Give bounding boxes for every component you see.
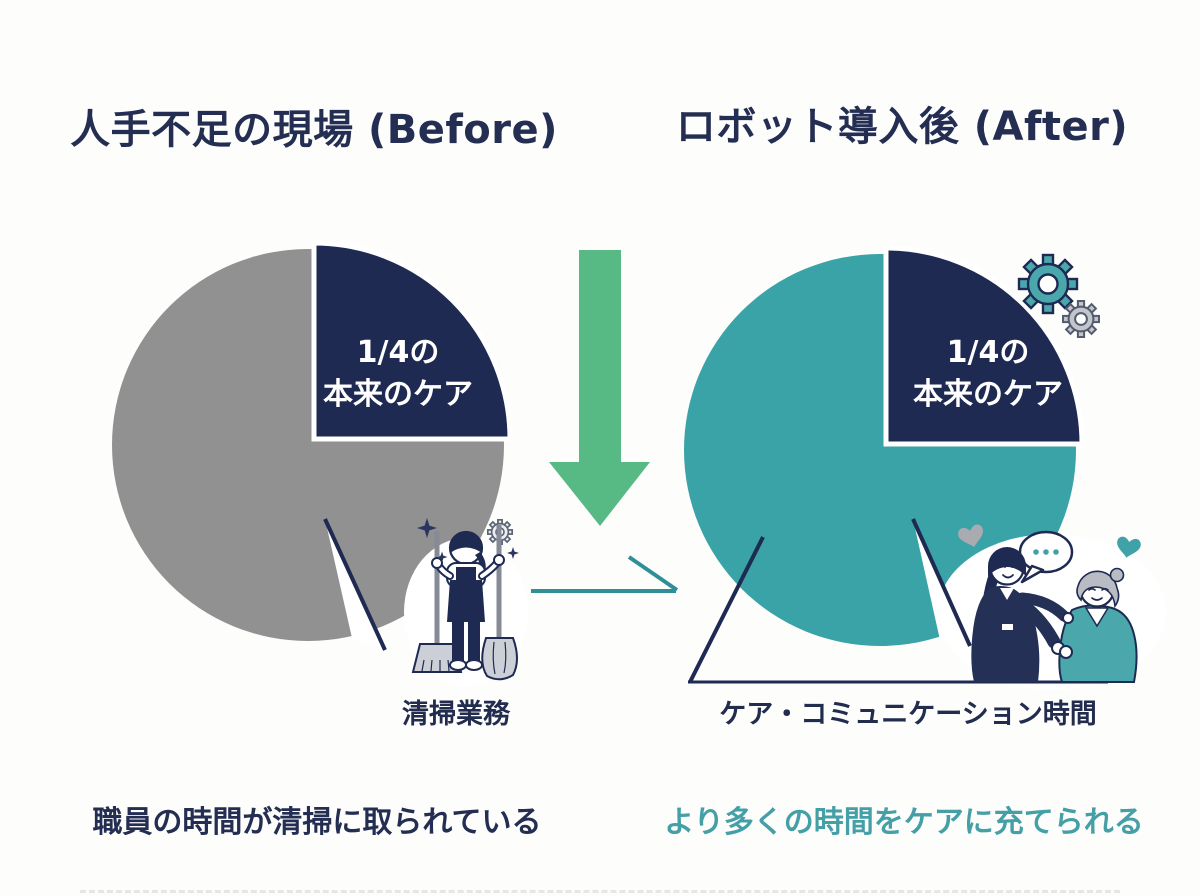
caregiver-arm bbox=[1016, 592, 1070, 622]
after-callout-label: ケア・コミュニケーション時間 bbox=[719, 699, 1097, 730]
gear-icon bbox=[1017, 253, 1079, 315]
before-callout-label: 清掃業務 bbox=[402, 699, 510, 730]
elderly-collar bbox=[1084, 607, 1110, 628]
after-caption: より多くの時間をケアに充てられる bbox=[664, 805, 1144, 840]
after-pie-label-line1: 1/4の bbox=[946, 335, 1030, 370]
after-pie-label-line2: 本来のケア bbox=[913, 377, 1063, 412]
caregiver-hand bbox=[1062, 612, 1074, 624]
before-pie bbox=[112, 240, 513, 641]
before-caption: 職員の時間が清掃に取られている bbox=[92, 805, 542, 840]
elderly-hair-bun bbox=[1109, 567, 1125, 583]
after-pie bbox=[684, 245, 1085, 646]
bottom-edge-dashes bbox=[80, 890, 1120, 893]
cleaner-illustration bbox=[411, 518, 519, 681]
sparkle-icon bbox=[507, 547, 519, 559]
before-title: 人手不足の現場 (Before) bbox=[70, 107, 558, 153]
after-pie-label: 1/4の 本来のケア bbox=[888, 332, 1088, 416]
cleaner-hand bbox=[431, 557, 443, 569]
elderly-smile bbox=[1091, 597, 1103, 601]
cleaner-leg bbox=[468, 622, 480, 662]
after-title: ロボット導入後 (After) bbox=[675, 104, 1129, 150]
right-arrow-icon bbox=[531, 555, 679, 593]
caregiver-eyes bbox=[998, 564, 1019, 568]
down-arrow-icon bbox=[549, 250, 650, 526]
mop-head bbox=[481, 637, 518, 681]
cleaner-overalls bbox=[447, 580, 485, 622]
broom-bristles bbox=[421, 659, 450, 672]
caregiver-smile bbox=[1002, 574, 1014, 579]
cleaner-shoe bbox=[449, 659, 467, 671]
clasped-hands bbox=[1059, 645, 1073, 659]
before-pie-navy-slice bbox=[311, 240, 513, 442]
ellipsis-speech-bubble-icon bbox=[1018, 530, 1074, 584]
cleaner-overall-bib bbox=[456, 567, 476, 581]
elderly-eyes bbox=[1088, 587, 1109, 591]
caregiver-arm bbox=[1011, 595, 1061, 649]
after-pie-navy-slice bbox=[883, 245, 1085, 447]
before-pie-label-line2: 本来のケア bbox=[323, 377, 473, 412]
cleaner-leg bbox=[452, 622, 464, 662]
caregiver-badge bbox=[1002, 624, 1013, 630]
cleaner-shoe bbox=[465, 659, 483, 671]
before-pie-label-line1: 1/4の bbox=[356, 335, 440, 370]
before-pie-label: 1/4の 本来のケア bbox=[298, 332, 498, 416]
cleaner-hair bbox=[450, 532, 482, 553]
mop-strands bbox=[492, 641, 507, 675]
cleaner-hand bbox=[493, 554, 505, 566]
caregiver-illustration bbox=[956, 523, 1142, 683]
elderly-hair bbox=[1076, 570, 1120, 609]
caregiver-hair bbox=[988, 547, 1026, 576]
caregiver-collar bbox=[1000, 588, 1014, 600]
